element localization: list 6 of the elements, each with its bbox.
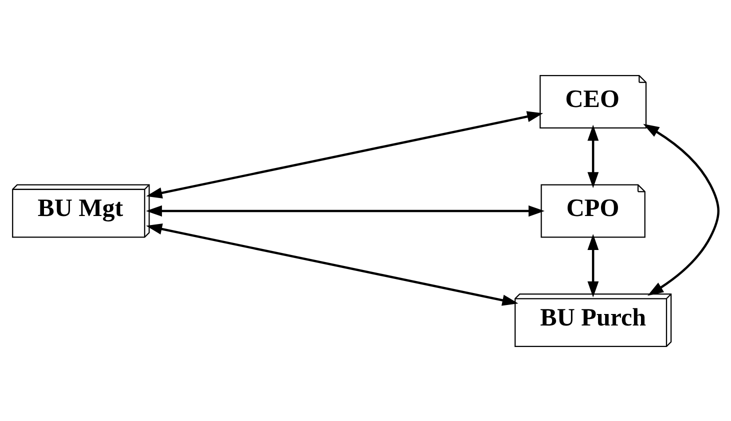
arrow bbox=[146, 223, 518, 306]
arrow bbox=[588, 124, 599, 188]
arrow bbox=[146, 204, 545, 216]
arrow bbox=[588, 234, 599, 297]
arrow bbox=[643, 123, 720, 296]
arrow bbox=[146, 110, 544, 198]
